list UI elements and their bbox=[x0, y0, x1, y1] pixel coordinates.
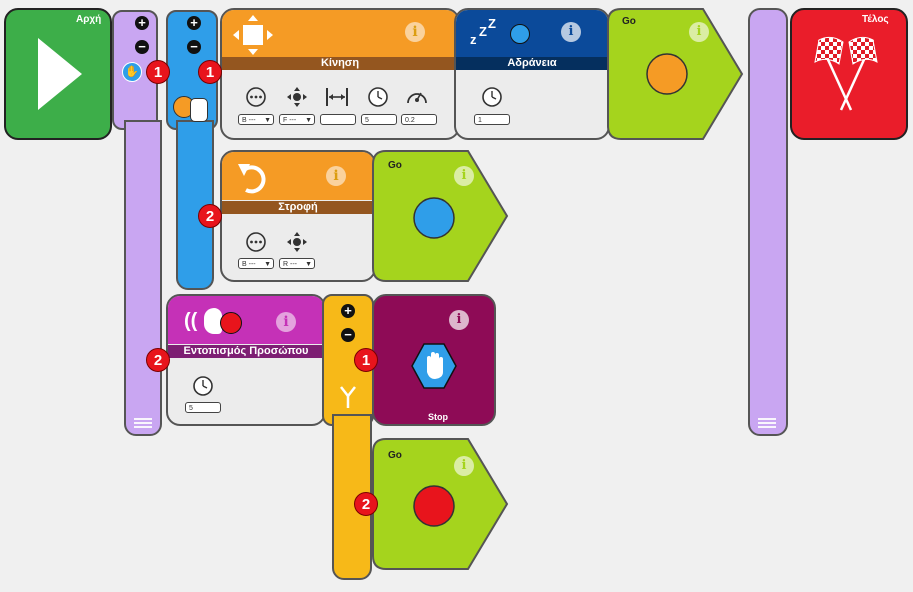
info-icon[interactable]: i bbox=[454, 456, 474, 476]
start-rail-vertical bbox=[124, 120, 162, 436]
info-icon[interactable]: i bbox=[561, 22, 581, 42]
play-icon bbox=[38, 38, 82, 110]
idle-title: Αδράνεια bbox=[456, 57, 608, 70]
face-header bbox=[168, 296, 324, 344]
end-block[interactable] bbox=[790, 8, 908, 140]
order-badge: 1 bbox=[354, 348, 378, 372]
rotate-icon bbox=[238, 164, 266, 194]
idle-time-field[interactable]: 1 bbox=[474, 114, 510, 125]
add-branch-icon[interactable]: + bbox=[341, 304, 355, 318]
sleep-icon: z Z Z bbox=[468, 14, 530, 50]
go-block[interactable] bbox=[372, 438, 510, 572]
go-block[interactable] bbox=[372, 150, 510, 284]
move-title: Κίνηση bbox=[222, 57, 458, 70]
clock-icon bbox=[193, 376, 213, 396]
info-icon[interactable]: i bbox=[689, 22, 709, 42]
face-speak-icon: (( bbox=[184, 304, 244, 338]
add-branch-icon[interactable]: + bbox=[135, 16, 149, 30]
clock-icon bbox=[482, 87, 502, 107]
turn-direction-select[interactable]: R --- bbox=[279, 258, 315, 270]
device-icon bbox=[190, 98, 208, 122]
start-label: Αρχή bbox=[76, 14, 102, 25]
move-time-field[interactable]: 5 bbox=[361, 114, 397, 125]
info-icon[interactable]: i bbox=[276, 312, 296, 332]
end-rail bbox=[748, 8, 788, 436]
clock-icon bbox=[368, 87, 388, 107]
turn-mode-select[interactable]: B --- bbox=[238, 258, 274, 270]
go-title: Go bbox=[622, 16, 636, 27]
remove-branch-icon[interactable]: − bbox=[341, 328, 355, 342]
info-icon[interactable]: i bbox=[326, 166, 346, 186]
go-title: Go bbox=[388, 160, 402, 171]
order-badge: 2 bbox=[354, 492, 378, 516]
go-title: Go bbox=[388, 450, 402, 461]
stop-hand-icon bbox=[411, 343, 457, 389]
go-block[interactable] bbox=[607, 8, 745, 142]
hand-icon: ✋ bbox=[122, 62, 142, 82]
remove-branch-icon[interactable]: − bbox=[187, 40, 201, 54]
move-speed-field[interactable]: 0.2 bbox=[401, 114, 437, 125]
add-branch-icon[interactable]: + bbox=[187, 16, 201, 30]
info-icon[interactable]: i bbox=[449, 310, 469, 330]
info-icon[interactable]: i bbox=[405, 22, 425, 42]
rail-handle-icon[interactable] bbox=[134, 418, 152, 420]
end-label: Τέλος bbox=[862, 14, 889, 25]
stop-title: Stop bbox=[428, 412, 448, 422]
remove-branch-icon[interactable]: − bbox=[135, 40, 149, 54]
idle-header bbox=[456, 10, 608, 58]
order-badge: 2 bbox=[198, 204, 222, 228]
move-direction-select[interactable]: F --- bbox=[279, 114, 315, 126]
move-distance-field[interactable] bbox=[320, 114, 356, 125]
order-badge: 1 bbox=[146, 60, 170, 84]
info-icon[interactable]: i bbox=[454, 166, 474, 186]
move-mode-select[interactable]: B --- bbox=[238, 114, 274, 126]
order-badge: 2 bbox=[146, 348, 170, 372]
order-badge: 1 bbox=[198, 60, 222, 84]
direction-icon bbox=[287, 232, 307, 252]
move-arrows-icon bbox=[233, 15, 273, 55]
rail-handle-icon[interactable] bbox=[758, 418, 776, 420]
dots-icon bbox=[246, 87, 266, 107]
split-icon bbox=[340, 386, 356, 408]
speedometer-icon bbox=[407, 92, 427, 104]
face-title: Εντοπισμός Προσώπου bbox=[168, 345, 324, 358]
face-time-field[interactable]: 5 bbox=[185, 402, 221, 413]
turn-title: Στροφή bbox=[222, 201, 374, 214]
dots-icon bbox=[246, 232, 266, 252]
checkered-flags-icon bbox=[814, 36, 878, 111]
distance-icon bbox=[326, 88, 348, 106]
direction-icon bbox=[287, 87, 307, 107]
